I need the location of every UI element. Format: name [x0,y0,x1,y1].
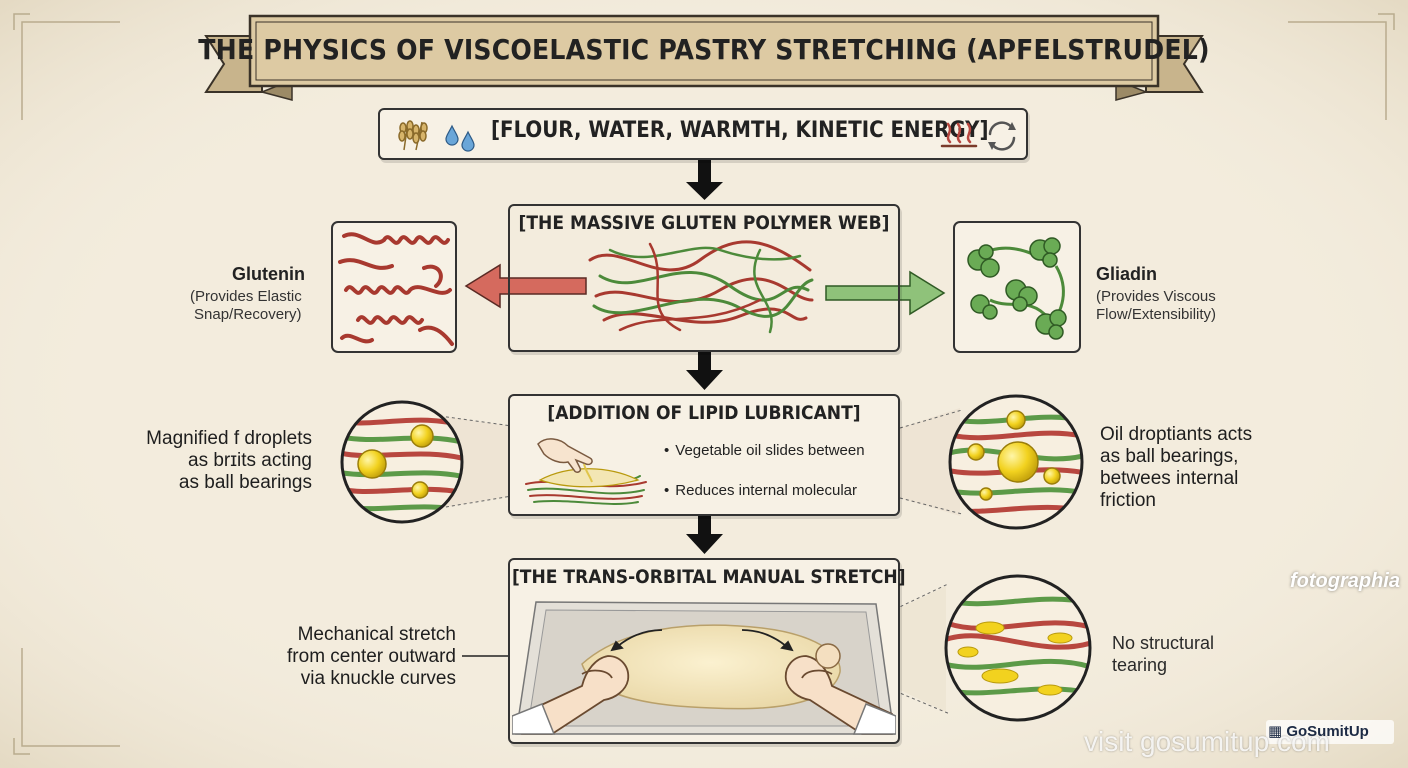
cycle-arrows-icon [988,121,1016,151]
stretch-left-note-line3: via knuckle curves [300,668,456,689]
corner-ornament-tl [13,13,120,120]
wheat-icon [398,120,428,151]
heat-waves-icon [940,122,978,148]
glutenin-desc-line1: (Provides Elastic [190,288,302,305]
stretch-right-note-line1: No structural [1112,633,1215,653]
lipid-bullet-2: Reduces internal molecular [664,482,857,500]
gliadin-arrow [825,270,946,316]
stretch-right-note-line2: tearing [1112,655,1168,675]
watermark-logo: ▦ GoSumitUp [1268,722,1369,740]
glutenin-name: Glutenin [232,264,305,284]
lipid-left-note-line3: as ball bearings [178,472,312,493]
cuff-right [852,703,896,735]
lipid-label: [ADDITION OF LIPID LUBRICANT] [547,402,861,424]
lipid-bullet-1-line1: Vegetable oil slides between [664,442,864,460]
stretch-left-note: Mechanical stretch from center outward v… [250,624,456,690]
stretch-label: [THE TRANS-ORBITAL MANUAL STRETCH] [512,566,906,588]
stretch-right-note: No structural tearing [1112,632,1272,676]
gliadin-name: Gliadin [1096,264,1158,284]
lipid-magnifier-right [899,394,1084,530]
inputs-label: [FLOUR, WATER, WARMTH, KINETIC ENERGY] [491,118,989,143]
lipid-right-note: Oil droptiants acts as ball bearings, be… [1100,424,1300,512]
lipid-left-note-line1: Magnified f droplets [146,428,312,449]
watermark-logo-bg [1266,720,1394,744]
lipid-left-note: Magnified f droplets as brɪits acting as… [118,428,312,494]
knuckle-focus [815,643,841,669]
cuff-left [512,703,556,735]
gliadin-desc-line1: (Provides Viscous [1096,288,1216,305]
corner-ornament-bl [13,648,120,755]
watermark-url: visit gosumitup.com [1084,726,1330,757]
lipid-right-note-line3: betwees internal [1100,468,1239,489]
gluten-web-label: [THE MASSIVE GLUTEN POLYMER WEB] [518,212,890,234]
logo-mark-icon: ▦ [1268,723,1287,740]
title-banner [204,14,1204,101]
inputs-box [378,108,1028,160]
corner-ornament-tr [1288,13,1395,120]
lipid-left-note-line2: as brɪits acting [188,450,312,471]
water-drops-icon [445,124,475,152]
hand-icon [537,438,593,473]
left-hand-icon [521,655,630,735]
gliadin-illustration [953,221,1081,353]
watermark-logo-text: GoSumitUp [1286,723,1369,740]
lipid-right-note-line2: as ball bearings, [1100,446,1239,467]
lipid-right-note-line4: friction [1100,490,1156,511]
stretch-left-note-line1: Mechanical stretch [297,624,456,645]
gluten-web-box [508,204,900,352]
gluten-web-illustration [588,240,814,334]
flow-arrows [686,160,723,554]
watermark-brand: fotographia [1290,570,1400,592]
oil-drizzle-illustration [525,438,647,505]
inputs-icons-left [398,120,475,152]
inputs-icons-right [940,121,1016,151]
stretch-illustration [512,601,896,735]
stretch-magnifier [829,574,1092,722]
page-title: THE PHYSICS OF VISCOELASTIC PASTRY STRET… [198,32,1210,66]
glutenin-desc-line2: Snap/Recovery) [194,306,302,323]
glutenin-illustration [331,221,457,353]
gliadin-desc-line2: Flow/Extensibility) [1096,306,1217,323]
glutenin-arrow [464,263,587,309]
stretch-left-note-line2: from center outward [287,646,456,667]
lipid-right-note-line1: Oil droptiants acts [1100,424,1253,445]
